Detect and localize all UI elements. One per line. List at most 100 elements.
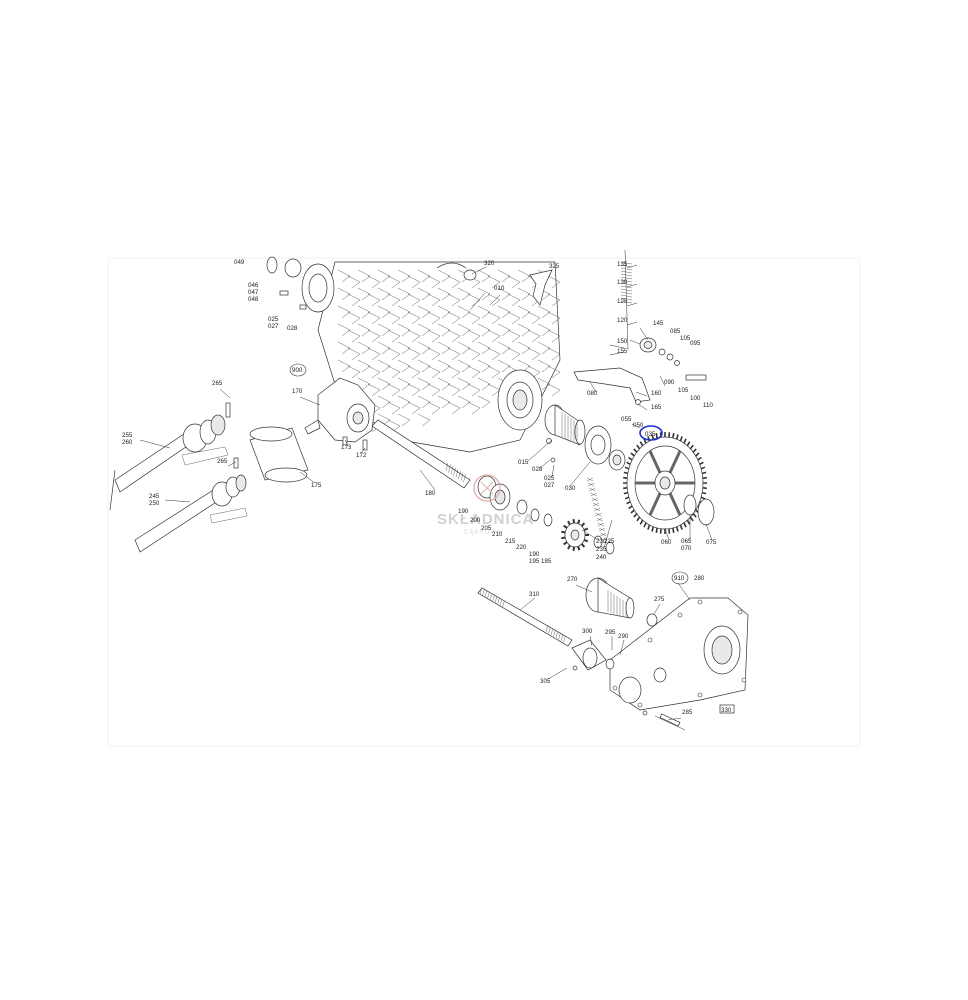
part-label-047[interactable]: 047 (248, 289, 259, 296)
pto-shaft-lower (134, 474, 248, 553)
part-label-049[interactable]: 049 (234, 259, 245, 266)
part-label-270[interactable]: 270 (567, 576, 578, 583)
part-label-275[interactable]: 275 (654, 596, 665, 603)
part-label-245[interactable]: 245 (149, 493, 160, 500)
part-label-125[interactable]: 125 (617, 298, 628, 305)
part-label-028[interactable]: 028 (532, 466, 543, 473)
part-label-190[interactable]: 190 (529, 551, 540, 558)
part-label-200[interactable]: 200 (470, 517, 481, 524)
part-label-110[interactable]: 110 (703, 402, 713, 409)
leader-line (626, 264, 638, 269)
part-label-310[interactable]: 310 (529, 591, 540, 598)
part-label-100[interactable]: 100 (690, 395, 701, 402)
part-label-185[interactable]: 185 (541, 558, 552, 565)
part-label-280[interactable]: 280 (694, 575, 705, 582)
leader-line (631, 423, 641, 429)
part-label-105[interactable]: 105 (680, 335, 691, 342)
watermark-logo: SKŁADNICA DĄBROWA (437, 474, 534, 536)
part-label-046[interactable]: 046 (248, 282, 259, 289)
part-label-225[interactable]: 225 (604, 538, 615, 545)
part-label-205[interactable]: 205 (481, 525, 492, 532)
part-label-120[interactable]: 120 (617, 317, 628, 324)
part-label-080[interactable]: 080 (587, 390, 598, 397)
part-label-285[interactable]: 285 (682, 709, 693, 716)
part-label-910[interactable]: 910 (674, 575, 685, 582)
part-label-015[interactable]: 015 (518, 459, 529, 466)
part-label-265[interactable]: 265 (217, 458, 228, 465)
part-label-180[interactable]: 180 (425, 490, 436, 497)
part-label-075[interactable]: 075 (706, 539, 717, 546)
part-label-030[interactable]: 030 (565, 485, 576, 492)
leader-line (626, 321, 638, 326)
rotor-drum (317, 261, 561, 453)
part-label-250[interactable]: 250 (149, 500, 160, 507)
highlight-ring-035[interactable] (639, 425, 663, 441)
part-label-035[interactable]: 035 (645, 431, 656, 438)
part-label-190[interactable]: 190 (458, 508, 469, 515)
part-label-135[interactable]: 135 (617, 261, 628, 268)
part-label-010[interactable]: 010 (494, 285, 505, 292)
part-label-025[interactable]: 025 (544, 475, 555, 482)
leader-line (471, 266, 487, 275)
part-label-105[interactable]: 105 (678, 387, 689, 394)
part-label-025[interactable]: 025 (268, 316, 279, 323)
watermark-name: SKŁADNICA (437, 511, 534, 528)
part-label-330[interactable]: 330 (721, 707, 732, 714)
part-label-175[interactable]: 175 (311, 482, 322, 489)
leader-line (609, 344, 625, 349)
part-label-150[interactable]: 150 (617, 338, 628, 345)
small-sprocket-teeth-path (561, 518, 589, 552)
leader-line (219, 388, 231, 399)
part-label-210[interactable]: 210 (492, 531, 503, 538)
part-label-050[interactable]: 050 (633, 422, 644, 429)
part-label-060[interactable]: 060 (661, 539, 672, 546)
part-label-320[interactable]: 320 (484, 260, 495, 267)
part-label-325[interactable]: 325 (549, 263, 560, 270)
part-label-173[interactable]: 173 (341, 444, 352, 451)
part-label-145[interactable]: 145 (653, 320, 664, 327)
part-label-130[interactable]: 130 (617, 279, 628, 286)
part-label-220[interactable]: 220 (516, 544, 527, 551)
angle-gearbox-170 (304, 377, 376, 451)
part-label-155[interactable]: 155 (617, 348, 628, 355)
leader-line (619, 639, 625, 656)
part-label-240[interactable]: 240 (596, 554, 607, 561)
part-label-230[interactable]: 230 (596, 538, 607, 545)
leader-line (664, 527, 670, 541)
part-label-255[interactable]: 255 (122, 432, 133, 439)
part-label-305[interactable]: 305 (540, 678, 551, 685)
part-label-065[interactable]: 065 (681, 538, 692, 545)
part-label-235[interactable]: 235 (596, 546, 607, 553)
large-sprocket-060 (623, 432, 715, 534)
part-label-172[interactable]: 172 (356, 452, 367, 459)
part-label-900[interactable]: 900 (292, 367, 303, 374)
part-label-160[interactable]: 160 (651, 390, 662, 397)
part-label-055[interactable]: 055 (621, 416, 632, 423)
part-label-027[interactable]: 027 (268, 323, 279, 330)
shaft-guard-sleeve-175 (249, 426, 309, 483)
part-label-085[interactable]: 085 (670, 328, 681, 335)
clamp-part-320 (436, 262, 477, 281)
part-label-070[interactable]: 070 (681, 545, 692, 552)
part-label-295[interactable]: 295 (605, 629, 616, 636)
rotor-left-flange (266, 256, 335, 313)
part-label-265[interactable]: 265 (212, 380, 223, 387)
shaft-310 (477, 586, 573, 647)
part-label-215[interactable]: 215 (505, 538, 516, 545)
part-label-095[interactable]: 095 (690, 340, 701, 347)
part-label-290[interactable]: 290 (618, 633, 629, 640)
part-label-048[interactable]: 048 (248, 296, 259, 303)
part-label-165[interactable]: 165 (651, 404, 662, 411)
part-label-195[interactable]: 195 (529, 558, 540, 565)
part-label-260[interactable]: 260 (122, 439, 133, 446)
leader-line (581, 529, 601, 542)
leader-line (589, 381, 597, 393)
part-label-300[interactable]: 300 (582, 628, 593, 635)
part-label-170[interactable]: 170 (292, 388, 303, 395)
part-label-090[interactable]: 090 (664, 379, 675, 386)
leader-line (705, 523, 713, 541)
part-label-027[interactable]: 027 (544, 482, 555, 489)
part-label-028[interactable]: 028 (287, 325, 298, 332)
leader-line (603, 519, 613, 549)
